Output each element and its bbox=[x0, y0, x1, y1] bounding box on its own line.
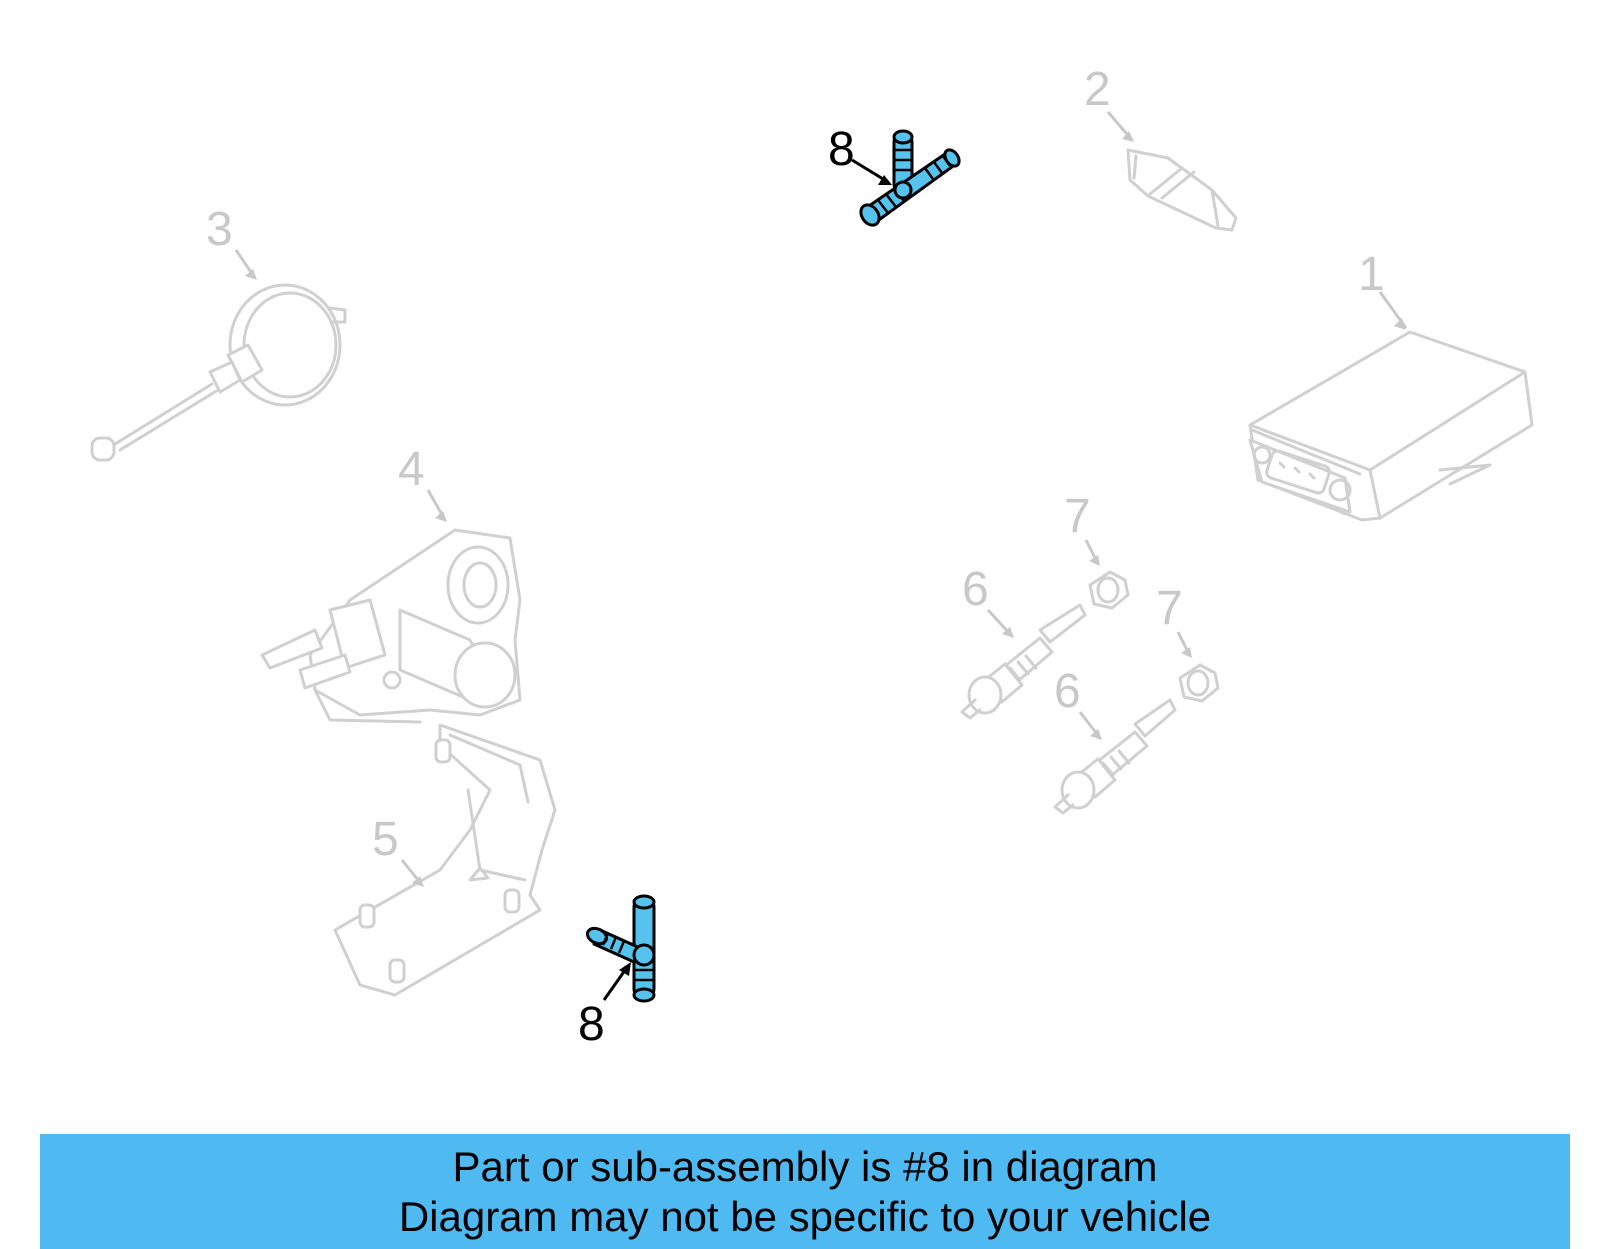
callout-8b[interactable]: 8 bbox=[578, 998, 605, 1051]
leader-3 bbox=[234, 249, 257, 280]
leader-2 bbox=[1106, 111, 1134, 142]
leader-1 bbox=[1378, 291, 1408, 330]
callout-8a[interactable]: 8 bbox=[828, 123, 855, 176]
callout-4[interactable]: 4 bbox=[398, 443, 425, 496]
callout-6a[interactable]: 6 bbox=[962, 563, 989, 616]
callout-2[interactable]: 2 bbox=[1084, 63, 1111, 116]
leader-6b bbox=[1078, 711, 1102, 740]
part-3-vacuum-actuator[interactable] bbox=[90, 283, 347, 462]
leader-6a bbox=[986, 608, 1014, 638]
part-5-mounting-bracket[interactable] bbox=[333, 723, 557, 997]
callout-7a[interactable]: 7 bbox=[1064, 490, 1091, 543]
part-6-glow-plug-lower[interactable] bbox=[1053, 698, 1177, 815]
banner-line-2: Diagram may not be specific to your vehi… bbox=[398, 1193, 1212, 1240]
part-8-tee-connector-upper[interactable] bbox=[857, 129, 962, 229]
part-2-sensor-bracket[interactable] bbox=[1126, 148, 1238, 232]
leader-7b bbox=[1176, 631, 1192, 658]
callout-5[interactable]: 5 bbox=[372, 813, 399, 866]
info-banner: Part or sub-assembly is #8 in diagram Di… bbox=[40, 1134, 1570, 1249]
part-7-nut-lower[interactable] bbox=[1178, 663, 1220, 703]
leader-8a bbox=[851, 158, 892, 185]
callout-3[interactable]: 3 bbox=[206, 203, 233, 256]
leader-4 bbox=[426, 489, 447, 522]
callout-1[interactable]: 1 bbox=[1358, 248, 1385, 301]
part-6-glow-plug-upper[interactable] bbox=[960, 603, 1087, 720]
callout-6b[interactable]: 6 bbox=[1054, 665, 1081, 718]
part-7-nut-upper[interactable] bbox=[1088, 570, 1130, 610]
leader-7a bbox=[1084, 539, 1100, 566]
part-8-tee-connector-lower[interactable] bbox=[585, 894, 656, 1003]
banner-line-1: Part or sub-assembly is #8 in diagram bbox=[452, 1143, 1158, 1190]
callout-7b[interactable]: 7 bbox=[1156, 582, 1183, 635]
part-4-valve-housing[interactable] bbox=[260, 528, 522, 724]
leader-5 bbox=[400, 859, 424, 887]
part-1-control-module[interactable] bbox=[1248, 330, 1534, 522]
leader-8b bbox=[602, 962, 631, 1001]
